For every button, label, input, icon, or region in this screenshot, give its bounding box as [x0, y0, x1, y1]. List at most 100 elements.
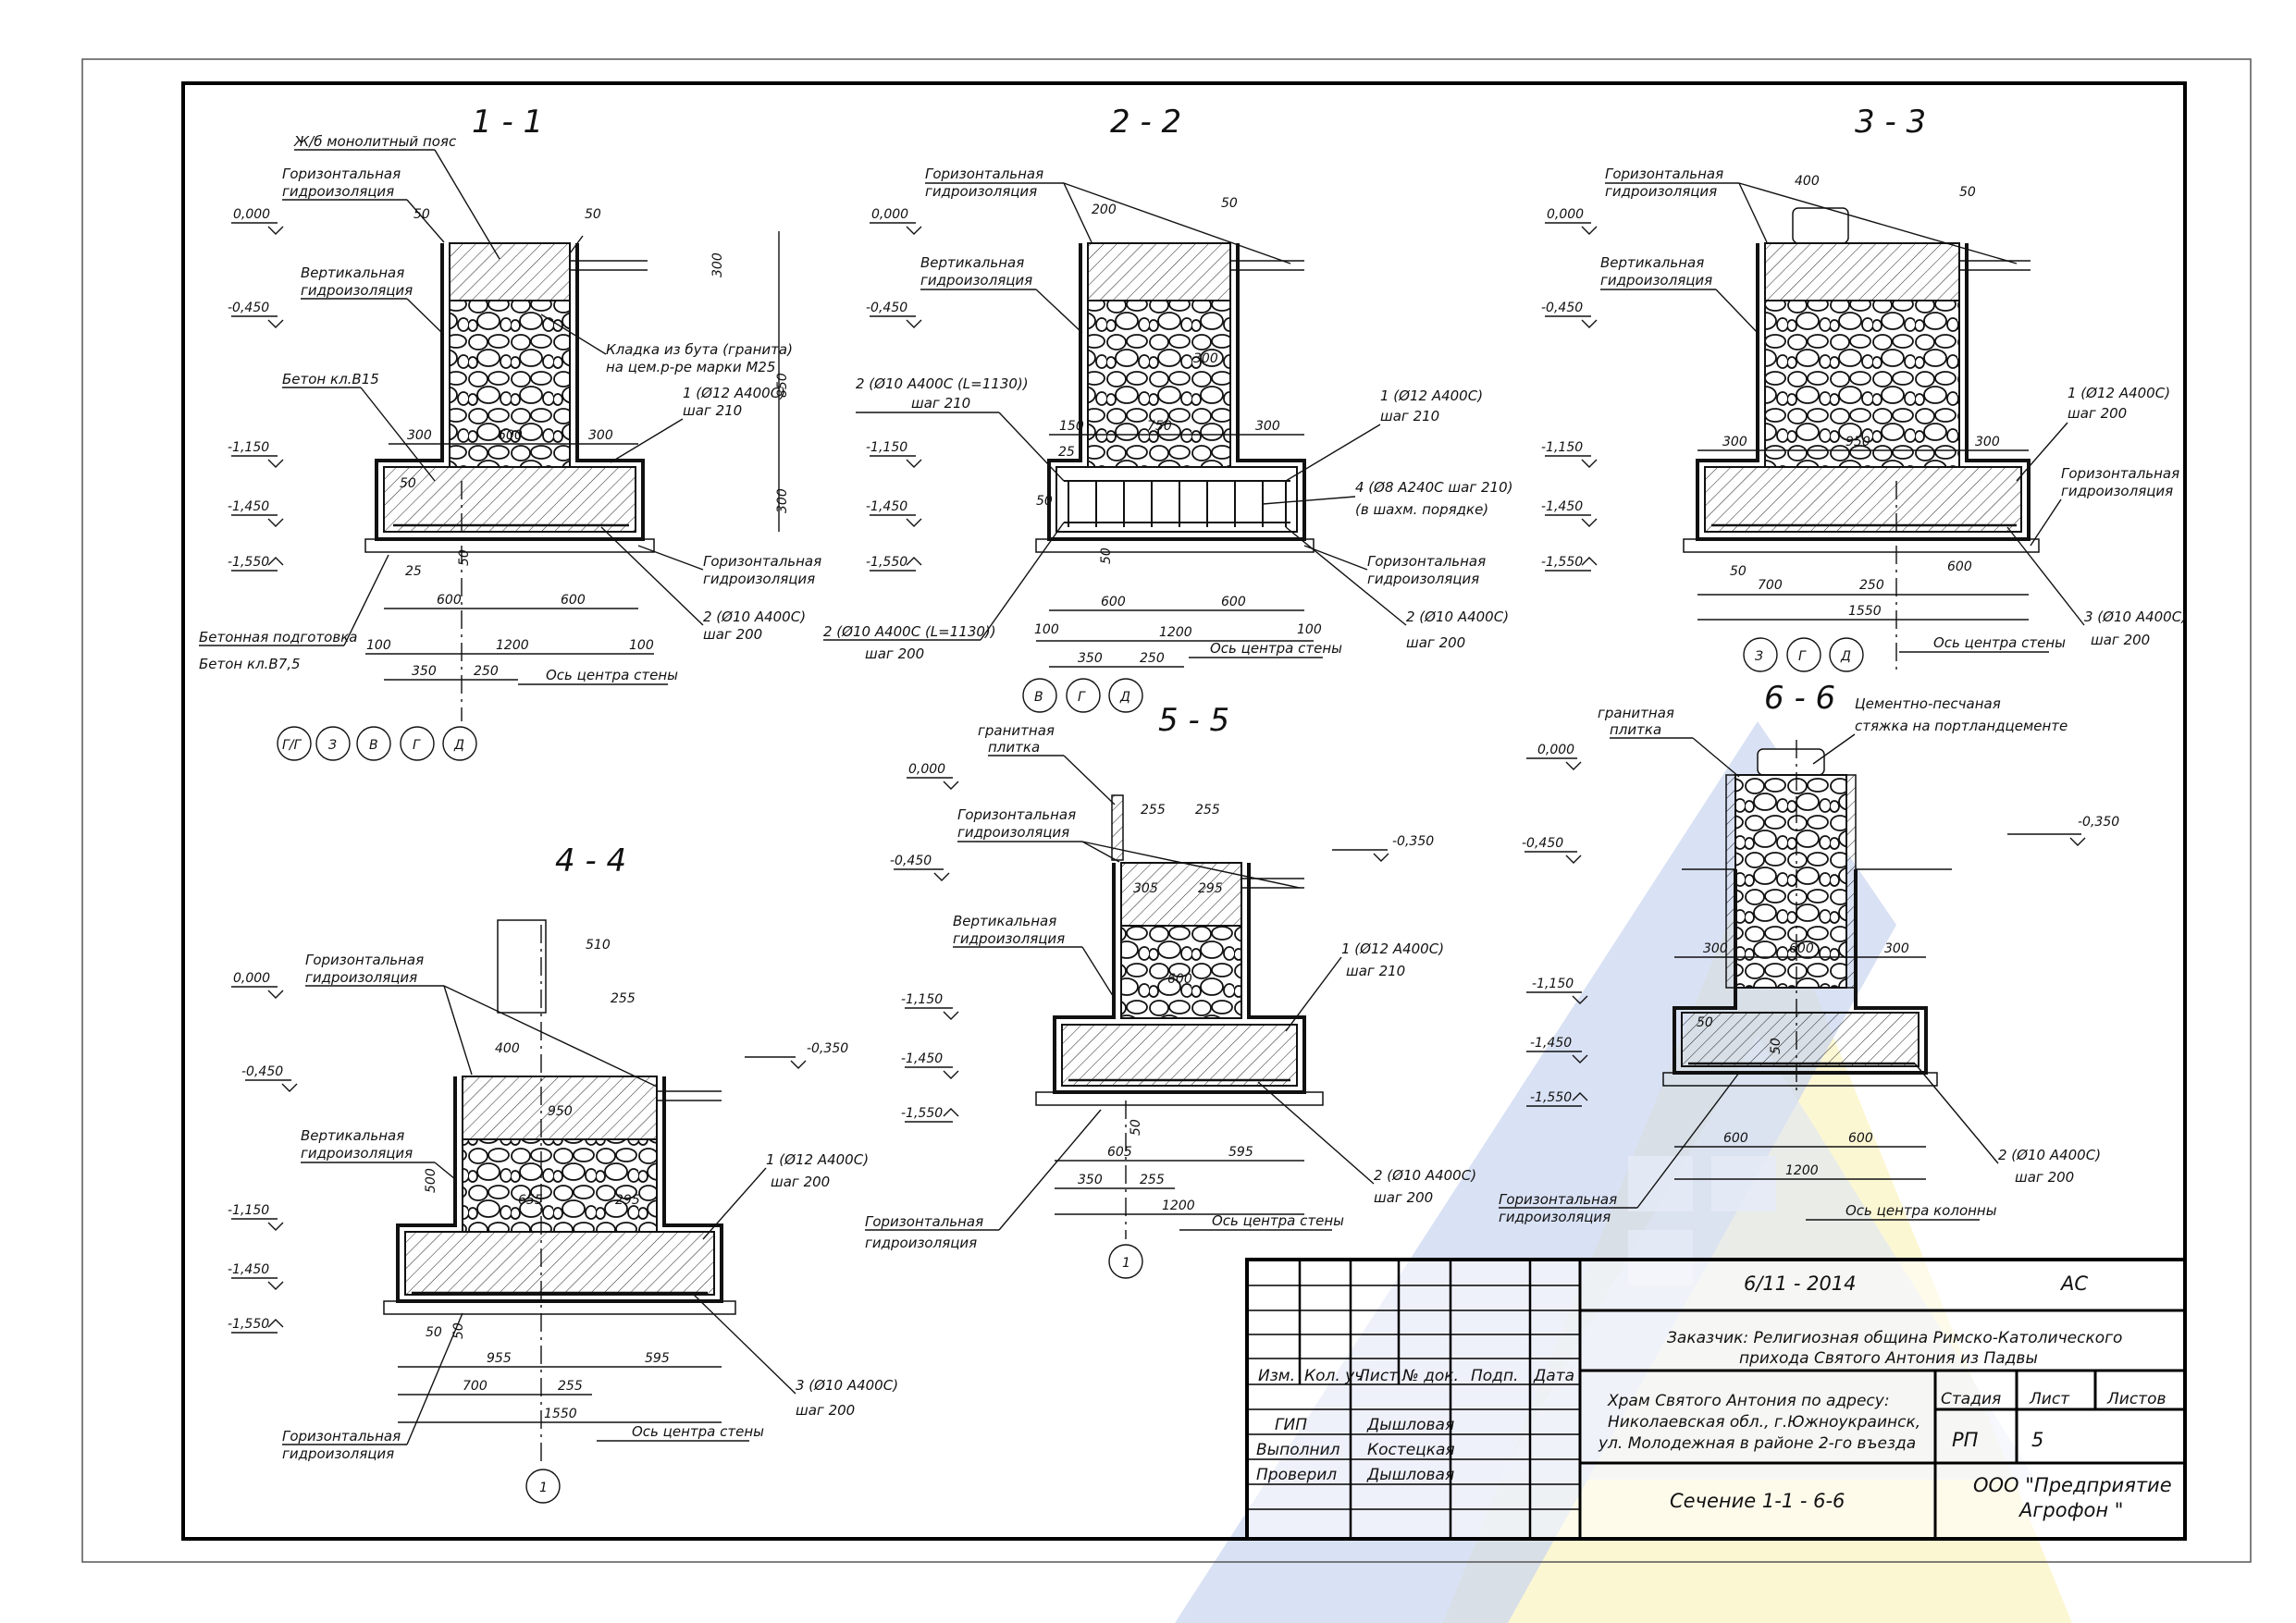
svg-text:600: 600 [1221, 595, 1246, 609]
svg-text:255: 255 [1140, 1173, 1165, 1187]
name-gip: Дышловая [1366, 1416, 1454, 1434]
svg-text:2 (Ø10 А400С): 2 (Ø10 А400С) [1998, 1147, 2101, 1163]
svg-text:Г: Г [1078, 690, 1086, 705]
svg-text:гидроизоляция: гидроизоляция [703, 571, 815, 587]
svg-text:600: 600 [1848, 1131, 1873, 1146]
dimensions-1-1: 50 50 300 850 300 300 600 300 50 25 600 … [365, 207, 790, 681]
svg-text:0,000: 0,000 [1547, 207, 1584, 222]
svg-text:300: 300 [1722, 435, 1747, 449]
svg-text:Горизонтальная: Горизонтальная [703, 553, 821, 570]
svg-text:Горизонтальная: Горизонтальная [282, 166, 401, 182]
section-6-6: 0,000 -0,450 -0,350 -1,150 -1,450 -1,550… [1499, 695, 2119, 1225]
svg-text:В: В [1034, 690, 1043, 705]
svg-text:шаг 200: шаг 200 [2091, 632, 2150, 648]
svg-text:255: 255 [1141, 803, 1166, 818]
svg-text:Горизонтальная: Горизонтальная [957, 806, 1076, 823]
svg-text:600: 600 [561, 593, 586, 608]
svg-text:1 (Ø12 А400С): 1 (Ø12 А400С) [766, 1151, 869, 1168]
title-block: Изм. Кол. уч Лист № док. Подп. Дата ГИП … [1245, 1258, 2187, 1541]
svg-text:шаг 210: шаг 210 [1380, 408, 1439, 424]
section-4-4: 0,000 -0,450 -0,350 -1,150 -1,450 -1,550… [228, 919, 898, 1504]
svg-text:350: 350 [1078, 1173, 1103, 1187]
svg-text:-1,550: -1,550 [228, 555, 269, 570]
sheet-header: Лист [2029, 1390, 2070, 1408]
level-marks: 0,000 -0,450 -1,150 -1,450 -1,550 [228, 207, 284, 572]
svg-text:400: 400 [495, 1041, 520, 1056]
svg-text:Г: Г [1798, 649, 1807, 664]
svg-text:1550: 1550 [1848, 604, 1882, 619]
dimensions-2-2: 200 50 300 150 750 300 25 50 50 600 600 … [1034, 196, 1322, 668]
svg-text:-0,450: -0,450 [228, 301, 269, 315]
svg-text:Кладка из бута (гранита): Кладка из бута (гранита) [606, 341, 793, 358]
svg-text:-1,450: -1,450 [1530, 1036, 1572, 1051]
svg-text:шаг 200: шаг 200 [865, 646, 924, 662]
svg-text:600: 600 [1723, 1131, 1748, 1146]
svg-text:50: 50 [457, 549, 472, 566]
object-line-2: Николаевская обл., г.Южноукраинск, [1608, 1413, 1920, 1432]
section-title-4-4: 4 - 4 [555, 842, 626, 879]
svg-text:100: 100 [1297, 622, 1322, 637]
svg-text:150: 150 [1059, 419, 1084, 434]
svg-text:300: 300 [588, 428, 613, 443]
outer-frame [81, 58, 2252, 1563]
svg-text:50: 50 [426, 1325, 442, 1340]
svg-text:600: 600 [1947, 559, 1972, 574]
svg-text:гидроизоляция: гидроизоляция [925, 183, 1037, 200]
svg-text:гранитная: гранитная [1598, 705, 1674, 721]
svg-text:гидроизоляция: гидроизоляция [301, 1145, 413, 1162]
svg-text:1 (Ø12 А400С): 1 (Ø12 А400С) [2068, 385, 2170, 401]
name-executed: Костецкая [1367, 1441, 1455, 1459]
footing [383, 466, 636, 533]
svg-text:-1,150: -1,150 [866, 440, 907, 455]
masonry-wall [449, 300, 571, 468]
svg-text:Ось центра стены: Ось центра стены [1212, 1212, 1344, 1229]
section-5-5: 0,000 -0,450 -0,350 -1,150 -1,450 -1,550… [865, 722, 1476, 1279]
svg-text:-1,450: -1,450 [1541, 499, 1583, 514]
svg-text:гидроизоляция: гидроизоляция [305, 969, 417, 986]
stage-header: Стадия [1941, 1390, 2001, 1408]
svg-text:гидроизоляция: гидроизоляция [1499, 1209, 1611, 1225]
svg-text:гранитная: гранитная [978, 722, 1055, 739]
svg-text:1200: 1200 [1162, 1199, 1195, 1213]
stage-value: РП [1952, 1429, 1979, 1451]
svg-text:2 (Ø10 А400С): 2 (Ø10 А400С) [1374, 1167, 1476, 1184]
svg-text:250: 250 [1140, 651, 1165, 666]
svg-text:0,000: 0,000 [1537, 743, 1574, 757]
svg-text:100: 100 [1034, 622, 1059, 637]
svg-text:50: 50 [1697, 1015, 1713, 1030]
svg-text:600: 600 [1789, 941, 1814, 956]
svg-text:Горизонтальная: Горизонтальная [282, 1428, 401, 1445]
sheet-code: 6/11 - 2014 [1744, 1273, 1857, 1295]
col-list: Лист [1357, 1367, 1399, 1385]
svg-text:50: 50 [1959, 185, 1976, 200]
sheet-mark: АС [2059, 1273, 2088, 1295]
role-gip: ГИП [1275, 1416, 1307, 1434]
role-checked: Проверил [1256, 1466, 1337, 1484]
svg-text:250: 250 [474, 664, 499, 679]
svg-text:50: 50 [1099, 547, 1114, 564]
svg-text:50: 50 [1769, 1038, 1784, 1054]
svg-text:-0,350: -0,350 [1392, 834, 1434, 849]
svg-text:Бетон кл.В7,5: Бетон кл.В7,5 [199, 656, 301, 672]
svg-text:50: 50 [1036, 494, 1053, 509]
svg-text:шаг 210: шаг 210 [1346, 963, 1405, 979]
svg-text:гидроизоляция: гидроизоляция [282, 1445, 394, 1462]
svg-text:300: 300 [407, 428, 432, 443]
svg-text:50: 50 [1221, 196, 1238, 211]
svg-text:655: 655 [518, 1193, 543, 1208]
svg-text:-1,150: -1,150 [1541, 440, 1583, 455]
svg-text:255: 255 [1195, 803, 1220, 818]
svg-text:50: 50 [414, 207, 430, 222]
svg-text:255: 255 [611, 991, 636, 1006]
svg-text:Вертикальная: Вертикальная [920, 254, 1024, 271]
svg-text:шаг 200: шаг 200 [796, 1402, 855, 1419]
svg-text:-1,450: -1,450 [228, 499, 269, 514]
svg-text:гидроизоляция: гидроизоляция [920, 272, 1032, 289]
svg-text:-0,350: -0,350 [2078, 815, 2119, 830]
svg-text:-0,350: -0,350 [807, 1041, 848, 1056]
svg-text:Ось центра стены: Ось центра стены [546, 667, 678, 683]
object-line-1: Храм Святого Антония по адресу: [1607, 1392, 1890, 1410]
svg-text:300: 300 [1975, 435, 2000, 449]
section-3-3: 0,000 -0,450 -1,150 -1,450 -1,550 Горизо… [1541, 166, 2187, 675]
